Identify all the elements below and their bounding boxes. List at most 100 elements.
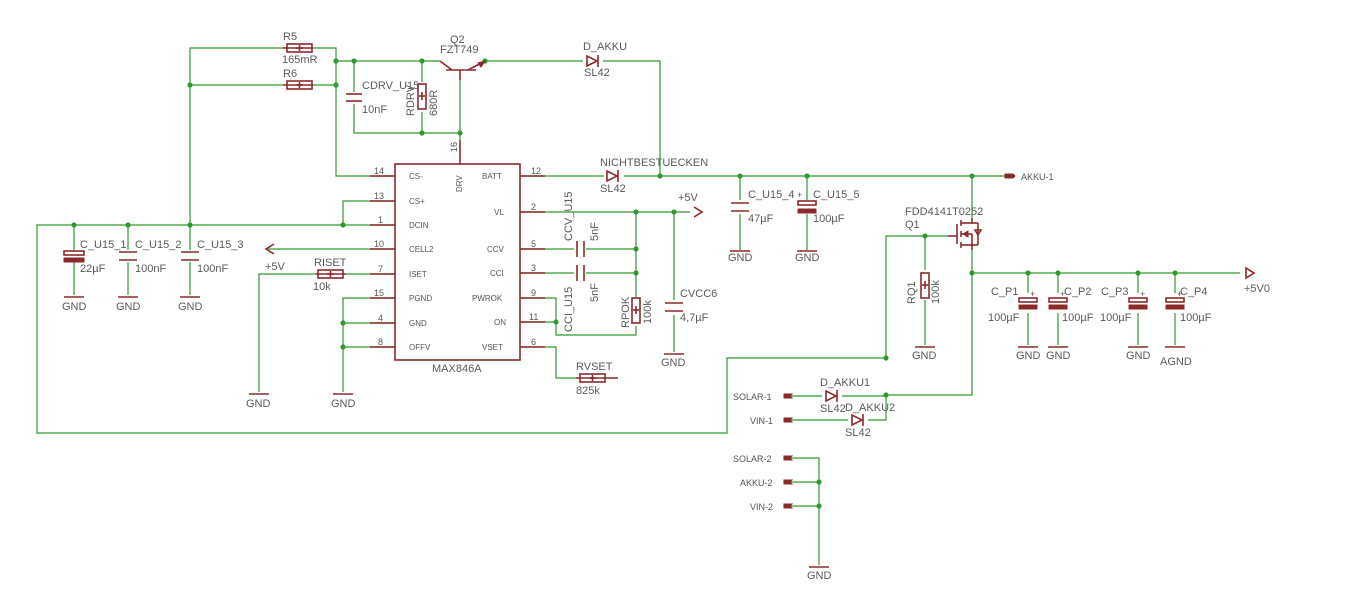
svg-text:+: + bbox=[797, 190, 802, 200]
solar2-label: SOLAR-2 bbox=[733, 454, 772, 464]
diode-d-akku1: D_AKKU1 SL42 bbox=[820, 377, 870, 415]
capacitor-c-u15-3: C_U15_3 100nF bbox=[181, 239, 243, 275]
transistor-q2: Q2 FZT749 bbox=[439, 34, 487, 80]
riset-value: 10k bbox=[313, 281, 331, 293]
capacitor-c-p4: + C_P4 100µF bbox=[1165, 286, 1212, 324]
akku2-label: AKKU-2 bbox=[740, 478, 773, 488]
capacitor-c-u15-1: C_U15_1 22µF bbox=[63, 239, 126, 275]
ic-pin-num-14: 14 bbox=[374, 166, 384, 176]
capacitor-cdrv-u15: CDRV_U15 10nF bbox=[346, 80, 419, 116]
capacitor-cvcc6: CVCC6 4,7µF bbox=[665, 288, 717, 324]
c-u15-1-name: C_U15_1 bbox=[80, 239, 126, 251]
ic-pin-name-vset: VSET bbox=[482, 343, 503, 352]
gnd-label-9: GND bbox=[912, 350, 937, 362]
ic-pin-num-1: 1 bbox=[378, 215, 383, 225]
rq1-value: 100k bbox=[930, 280, 942, 304]
c-u15-2-value: 100nF bbox=[135, 263, 166, 275]
rdrv-name: RDRV bbox=[405, 84, 417, 116]
diode-d-akku2: D_AKKU2 SL42 bbox=[845, 402, 895, 439]
ic-pin-num-8: 8 bbox=[378, 337, 383, 347]
nb-name: NICHTBESTUECKEN bbox=[600, 157, 708, 169]
rpok-value: 100k bbox=[642, 300, 654, 324]
ic-pin-num-3: 3 bbox=[531, 263, 536, 273]
gnd-label-8: GND bbox=[795, 252, 820, 264]
cci-value: 5nF bbox=[589, 283, 601, 302]
ic-pin-name-pgnd: PGND bbox=[409, 294, 432, 303]
cdrv-name: CDRV_U15 bbox=[362, 80, 419, 92]
q1-value: FDD4141T0252 bbox=[905, 206, 983, 218]
ic-pin-num-11: 11 bbox=[529, 312, 538, 322]
vin2-label: VIN-2 bbox=[750, 502, 773, 512]
d-akku1-value: SL42 bbox=[820, 403, 846, 415]
capacitor-c-p1: + C_P1 100µF bbox=[988, 286, 1038, 324]
diode-d-akku: D_AKKU SL42 bbox=[583, 41, 627, 79]
c-u15-2-name: C_U15_2 bbox=[135, 239, 181, 251]
ic-pin-name-on: ON bbox=[494, 318, 506, 327]
capacitor-c-p2: + C_P2 100µF bbox=[1048, 286, 1094, 324]
ic-pin-name-gnd: GND bbox=[409, 319, 427, 328]
capacitor-ccv-u15: CCV_U15 5nF bbox=[563, 191, 601, 257]
d-akku1-name: D_AKKU1 bbox=[820, 377, 870, 389]
q1-name: Q1 bbox=[905, 219, 920, 231]
rpok-name: RPOK bbox=[620, 296, 632, 328]
resistor-r6: R6 bbox=[283, 68, 313, 90]
gnd-label-12: GND bbox=[1126, 350, 1151, 362]
d-akku-name: D_AKKU bbox=[583, 41, 627, 53]
c-p1-value: 100µF bbox=[988, 312, 1020, 324]
cvcc6-name: CVCC6 bbox=[680, 288, 717, 300]
cci-name: CCI_U15 bbox=[563, 287, 575, 332]
plus5v0-label: +5V0 bbox=[1244, 283, 1270, 295]
c-u15-3-value: 100nF bbox=[197, 263, 228, 275]
gnd-label-2: GND bbox=[116, 301, 141, 313]
ic-pin-name-vl: VL bbox=[494, 208, 504, 217]
ic-pin-name-ccv: CCV bbox=[487, 245, 505, 254]
c-u15-5-value: 100µF bbox=[813, 213, 845, 225]
d-akku-value: SL42 bbox=[584, 67, 610, 79]
agnd-label: AGND bbox=[1160, 356, 1192, 368]
c-p2-name: C_P2 bbox=[1064, 286, 1092, 298]
ic-pin-num-13: 13 bbox=[374, 191, 384, 201]
ic-pin-name-cell2: CELL2 bbox=[409, 245, 434, 254]
ic-pin-name-cci: CCI bbox=[490, 269, 504, 278]
capacitor-c-u15-2: C_U15_2 100nF bbox=[119, 239, 181, 275]
ic-pin-num-7: 7 bbox=[378, 264, 383, 274]
resistor-rq1: RQ1 100k bbox=[906, 272, 942, 304]
svg-text:+: + bbox=[1060, 289, 1065, 299]
rdrv-value: 680R bbox=[428, 90, 440, 116]
capacitor-c-p3: + C_P3 100µF bbox=[1100, 286, 1148, 324]
junctions bbox=[71, 58, 1178, 509]
vin1-label: VIN-1 bbox=[750, 416, 773, 426]
gnd-label-3: GND bbox=[178, 301, 203, 313]
ic-pin-num-2: 2 bbox=[531, 202, 536, 212]
gnd-label-1: GND bbox=[62, 301, 87, 313]
ic-max846a: MAX846A DRV 16 14 13 1 10 7 15 4 8 CS- C… bbox=[370, 140, 545, 375]
gnd-label-6: GND bbox=[661, 357, 686, 369]
gnd-label-7: GND bbox=[728, 252, 753, 264]
akku1-label: AKKU-1 bbox=[1021, 172, 1054, 182]
resistor-rdrv: RDRV 680R bbox=[405, 83, 440, 116]
q2-value: FZT749 bbox=[440, 44, 479, 56]
plus5v-label-cell2: +5V bbox=[265, 261, 286, 273]
ic-pin-num-9: 9 bbox=[531, 288, 536, 298]
rvset-value: 825k bbox=[576, 385, 600, 397]
gnd-label-13: GND bbox=[807, 570, 832, 582]
rvset-name: RVSET bbox=[576, 361, 613, 373]
c-p3-value: 100µF bbox=[1100, 312, 1132, 324]
capacitor-cci-u15: CCI_U15 5nF bbox=[563, 265, 601, 332]
net-labels: +5V +5V +5V0 AKKU-1 SOLAR-1 VIN-1 SOLAR-… bbox=[264, 172, 1270, 512]
cdrv-value: 10nF bbox=[362, 104, 387, 116]
ic-pin-name-dcin: DCIN bbox=[409, 221, 429, 230]
c-u15-3-name: C_U15_3 bbox=[197, 239, 243, 251]
diode-nichtbestuecken: NICHTBESTUECKEN SL42 bbox=[600, 157, 708, 195]
d-akku2-value: SL42 bbox=[845, 427, 871, 439]
gnd-label-4: GND bbox=[246, 398, 271, 410]
ic-pin-name-cs-plus: CS+ bbox=[409, 197, 425, 206]
ic-pin-num-15: 15 bbox=[374, 288, 384, 298]
gnd-symbols: GND GND GND GND GND GND GND GND GND GND … bbox=[62, 250, 1192, 582]
capacitor-c-u15-4: C_U15_4 47µF bbox=[731, 189, 794, 225]
c-u15-4-value: 47µF bbox=[748, 213, 774, 225]
c-u15-1-value: 22µF bbox=[80, 263, 106, 275]
rq1-name: RQ1 bbox=[906, 281, 918, 304]
c-p4-name: C_P4 bbox=[1180, 286, 1208, 298]
